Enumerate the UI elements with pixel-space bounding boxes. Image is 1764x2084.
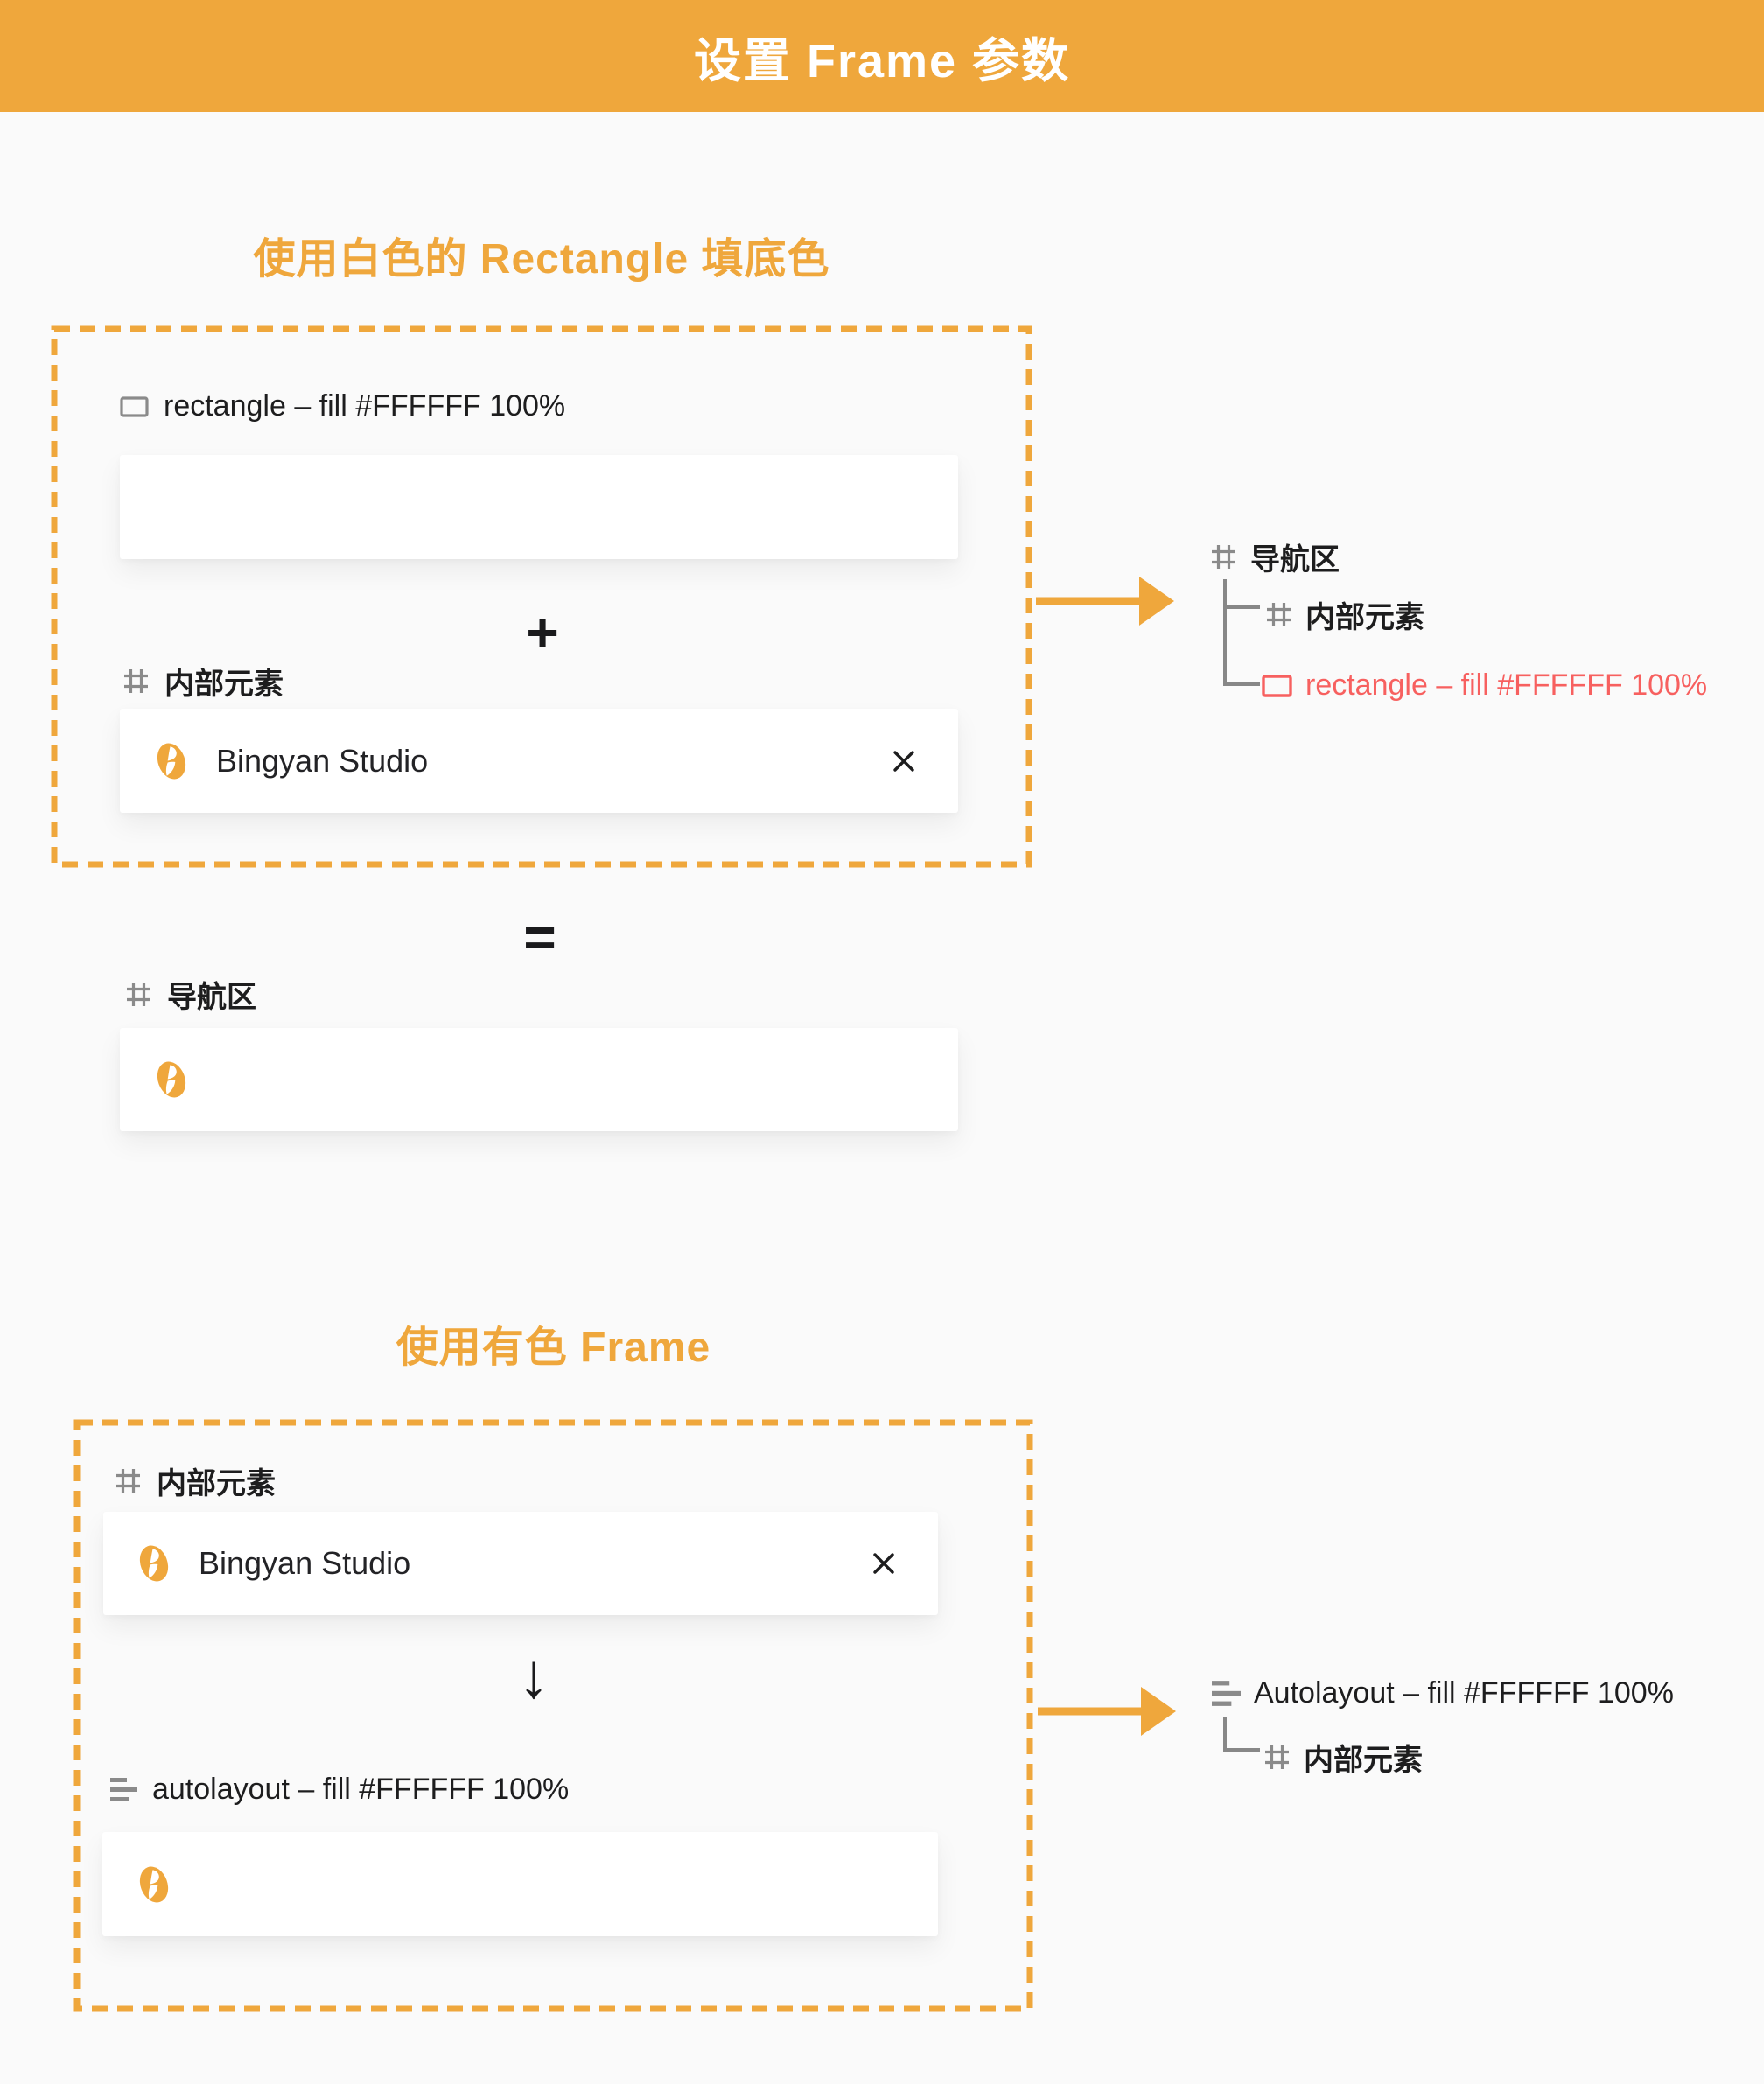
tree1-root-row: 导航区 [1210, 535, 1340, 578]
nav-area-label: 导航区 [167, 981, 256, 1014]
title-banner: 设置 Frame 参数 [0, 0, 1764, 112]
tree1-rectangle-row: rectangle – fill #FFFFFF 100% [1262, 668, 1707, 703]
arrow-down-icon: ↓ [518, 1641, 550, 1711]
arrow-right-icon [1036, 577, 1174, 626]
tree1-child-row: 内部元素 [1265, 593, 1424, 636]
tree-connector [1223, 579, 1227, 686]
inner-elements-label: 内部元素 [157, 1467, 276, 1500]
tree-connector [1223, 1717, 1227, 1752]
frame-icon [1212, 545, 1236, 569]
autolayout-label-row: autolayout – fill #FFFFFF 100% [110, 1773, 569, 1807]
tree2-child-label: 内部元素 [1304, 1744, 1423, 1777]
brand-card: Bingyan Studio [103, 1512, 938, 1615]
bingyan-logo-icon [157, 743, 186, 779]
frame-icon [1267, 603, 1291, 626]
autolayout-icon [1212, 1681, 1241, 1706]
tree-connector [1223, 605, 1260, 609]
bingyan-logo-icon [139, 1545, 169, 1582]
equals-operator: = [523, 906, 556, 969]
frame-icon [116, 1469, 140, 1493]
brand-name: Bingyan Studio [199, 1545, 411, 1581]
rectangle-icon [1262, 674, 1292, 697]
inner-elements-label-row: 内部元素 [122, 660, 284, 703]
section1-heading: 使用白色的 Rectangle 填底色 [253, 236, 830, 283]
rectangle-label: rectangle – fill #FFFFFF 100% [164, 389, 566, 423]
rectangle-label-row: rectangle – fill #FFFFFF 100% [120, 389, 565, 423]
close-icon[interactable] [892, 749, 916, 773]
rectangle-icon [120, 395, 149, 417]
frame-icon [124, 669, 148, 693]
brand-card: Bingyan Studio [120, 709, 958, 813]
tree2-child-row: 内部元素 [1264, 1736, 1423, 1779]
close-icon[interactable] [872, 1551, 896, 1576]
autolayout-icon [110, 1778, 137, 1801]
page-title: 设置 Frame 参数 [693, 34, 1071, 87]
nav-area-label-row: 导航区 [125, 973, 256, 1016]
frame-icon [1265, 1745, 1289, 1769]
autolayout-label: autolayout – fill #FFFFFF 100% [152, 1773, 570, 1806]
result-card [120, 1028, 958, 1131]
white-rectangle [120, 455, 958, 559]
tree-connector [1223, 1748, 1260, 1752]
tree2-root-label: Autolayout – fill #FFFFFF 100% [1254, 1676, 1674, 1710]
plus-operator: + [526, 601, 559, 664]
frame-icon [127, 983, 150, 1006]
section2-heading: 使用有色 Frame [396, 1325, 711, 1371]
bingyan-logo-icon [139, 1866, 169, 1902]
tree1-child-label: 内部元素 [1306, 601, 1424, 634]
brand-name: Bingyan Studio [216, 742, 429, 779]
inner-elements-label-row: 内部元素 [115, 1459, 276, 1502]
tree-connector [1223, 682, 1260, 686]
inner-elements-label: 内部元素 [164, 668, 284, 701]
tree1-root-label: 导航区 [1250, 543, 1340, 577]
arrow-right-icon [1038, 1687, 1176, 1736]
bingyan-logo-icon [157, 1061, 186, 1098]
result-card [102, 1832, 938, 1936]
tree2-root-row: Autolayout – fill #FFFFFF 100% [1212, 1676, 1674, 1710]
tree1-rectangle-label: rectangle – fill #FFFFFF 100% [1306, 668, 1708, 702]
